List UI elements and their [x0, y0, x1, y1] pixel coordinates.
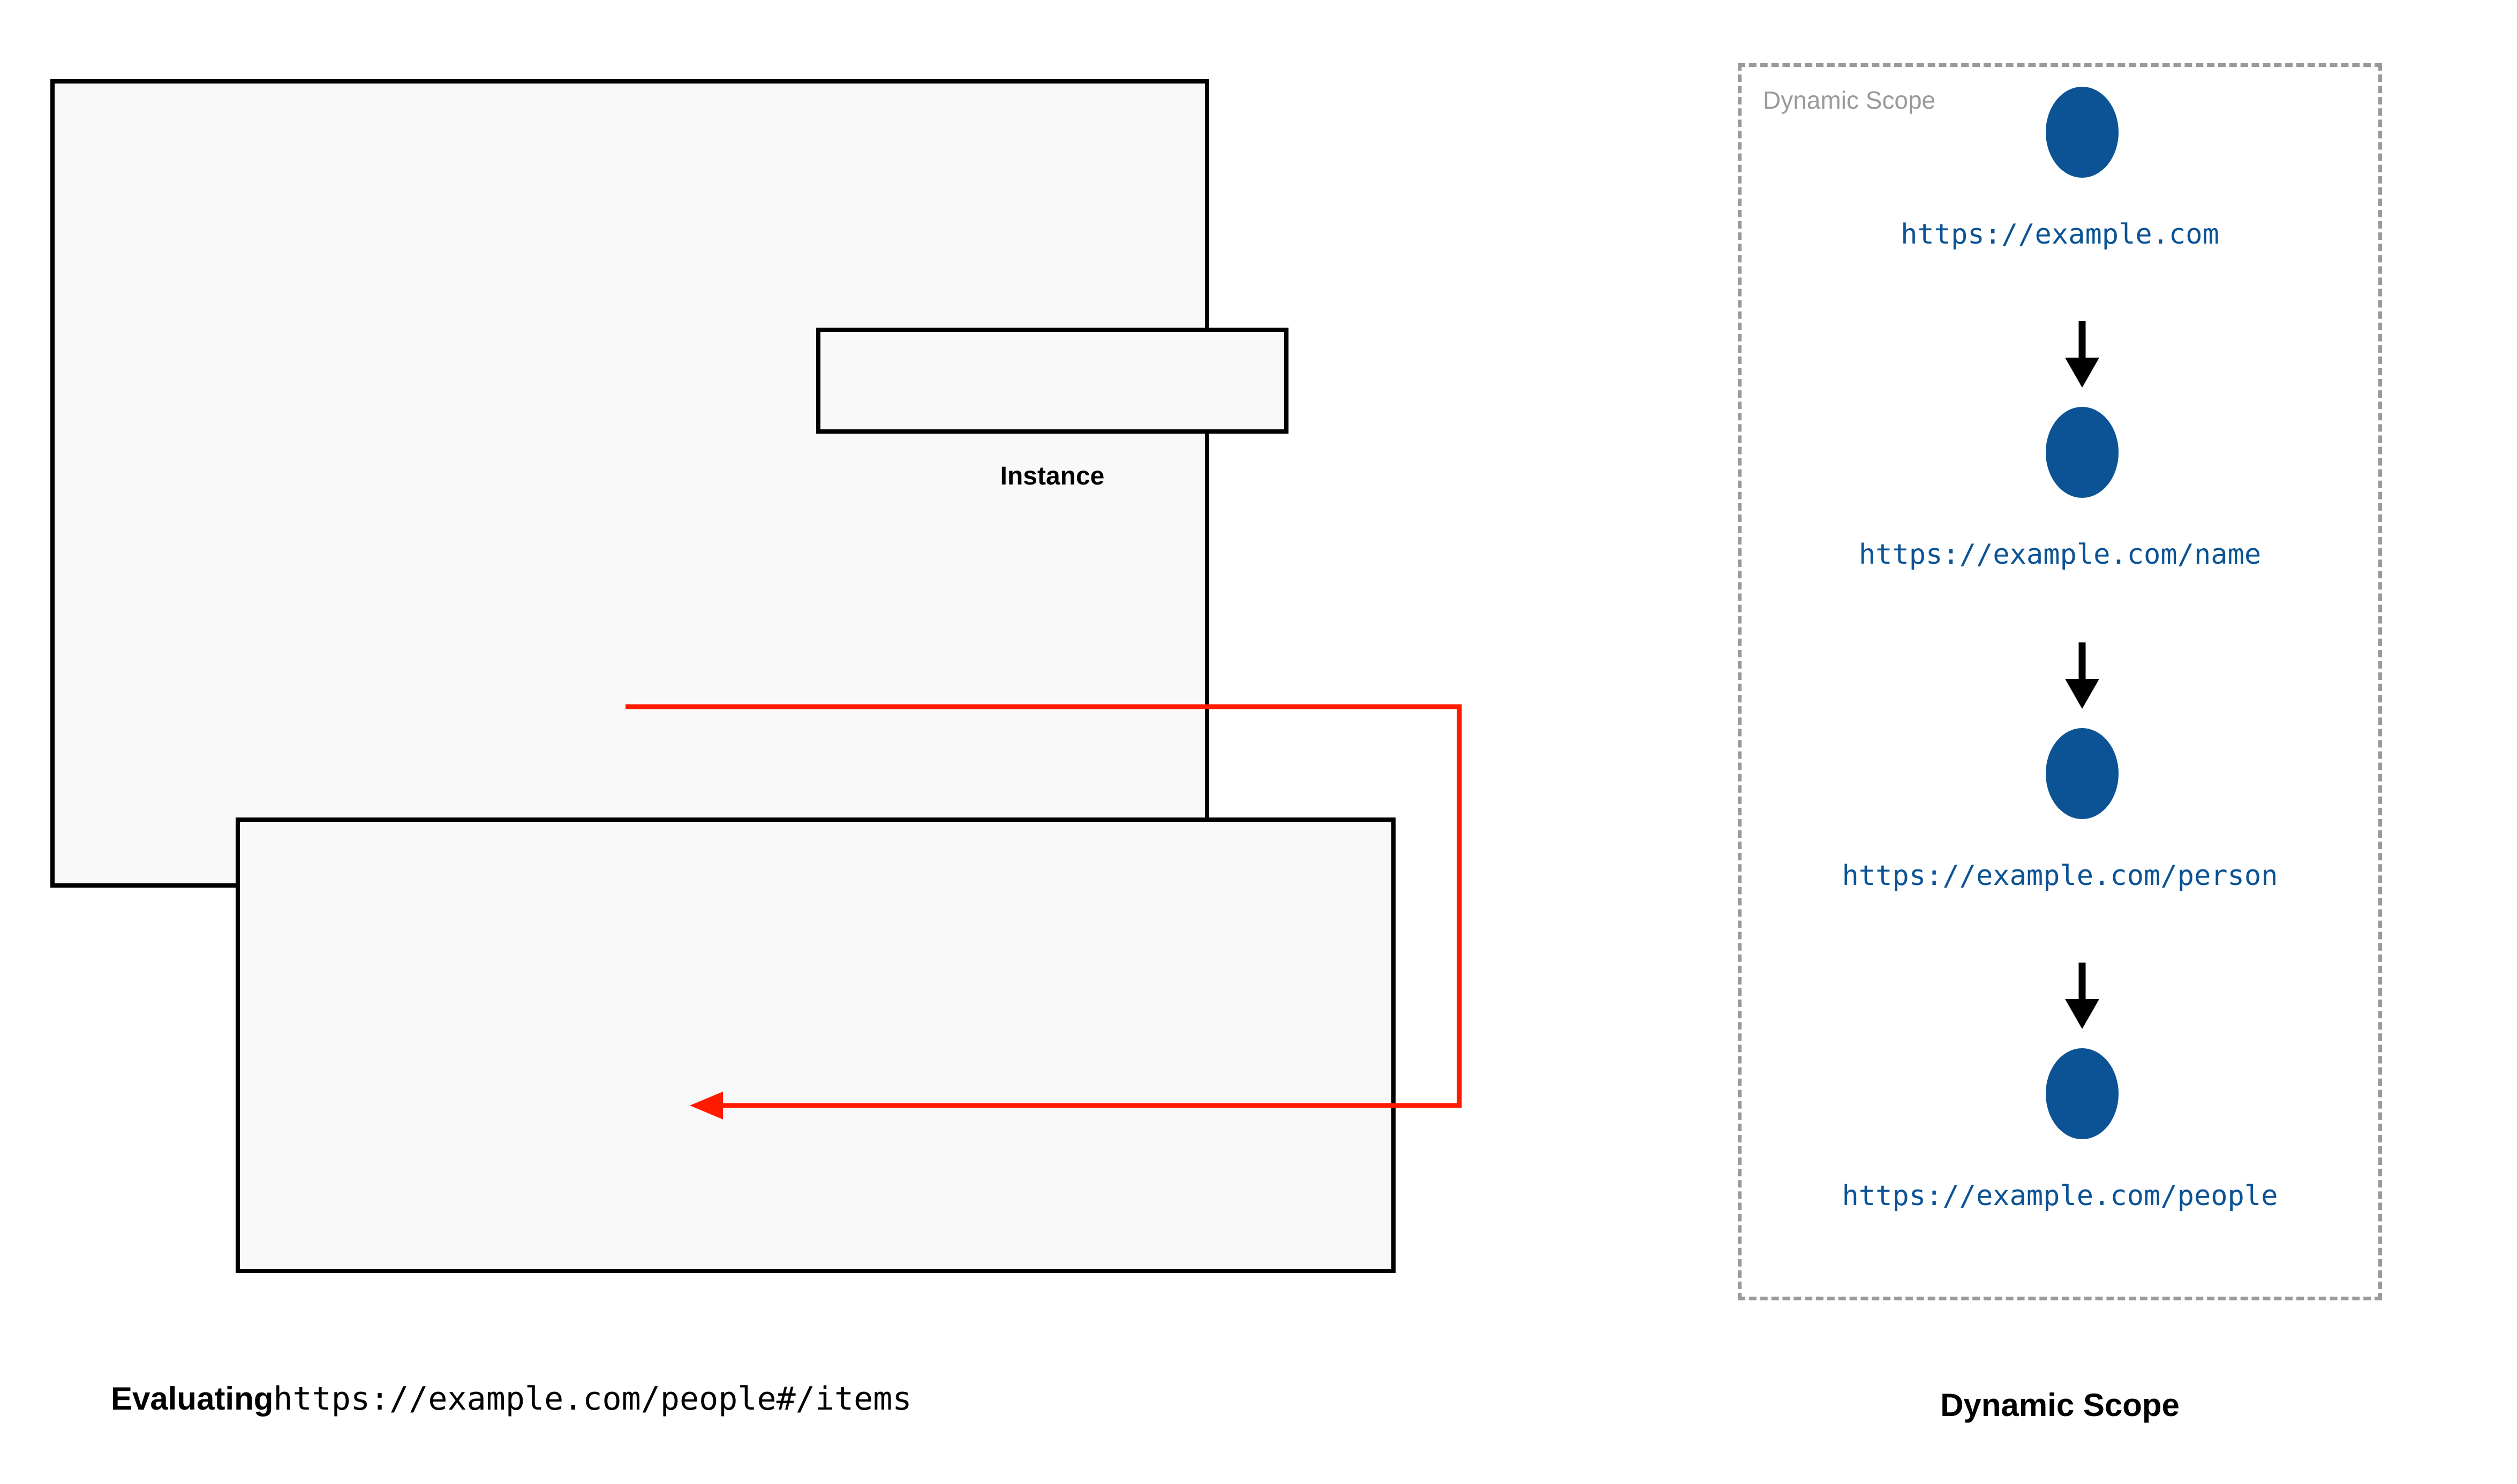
scope-node-ellipse-icon: [2046, 407, 2119, 498]
scope-node-ellipse-icon: [2046, 1048, 2119, 1139]
instance-box: [816, 328, 1288, 434]
scope-node-ellipse-icon: [2046, 87, 2119, 178]
evaluating-word: Evaluating: [111, 1381, 274, 1417]
scope-node-label: https://example.com/name: [1858, 539, 2262, 571]
people-schema-box: [236, 817, 1396, 1273]
scope-node-label: https://example.com/people: [1842, 1180, 2278, 1212]
evaluating-caption: Evaluatinghttps://example.com/people#/it…: [111, 1380, 911, 1418]
instance-label: Instance: [1000, 462, 1105, 490]
dynamic-scope-panel-label: Dynamic Scope: [1763, 86, 1936, 114]
scope-node-label: https://example.com: [1901, 218, 2219, 251]
dynamic-scope-panel: [1738, 63, 2382, 1300]
evaluating-uri: https://example.com/people#/items: [273, 1380, 912, 1418]
scope-node-label: https://example.com/person: [1842, 860, 2278, 892]
scope-node-ellipse-icon: [2046, 728, 2119, 819]
dynamic-scope-caption: Dynamic Scope: [1940, 1387, 2180, 1423]
